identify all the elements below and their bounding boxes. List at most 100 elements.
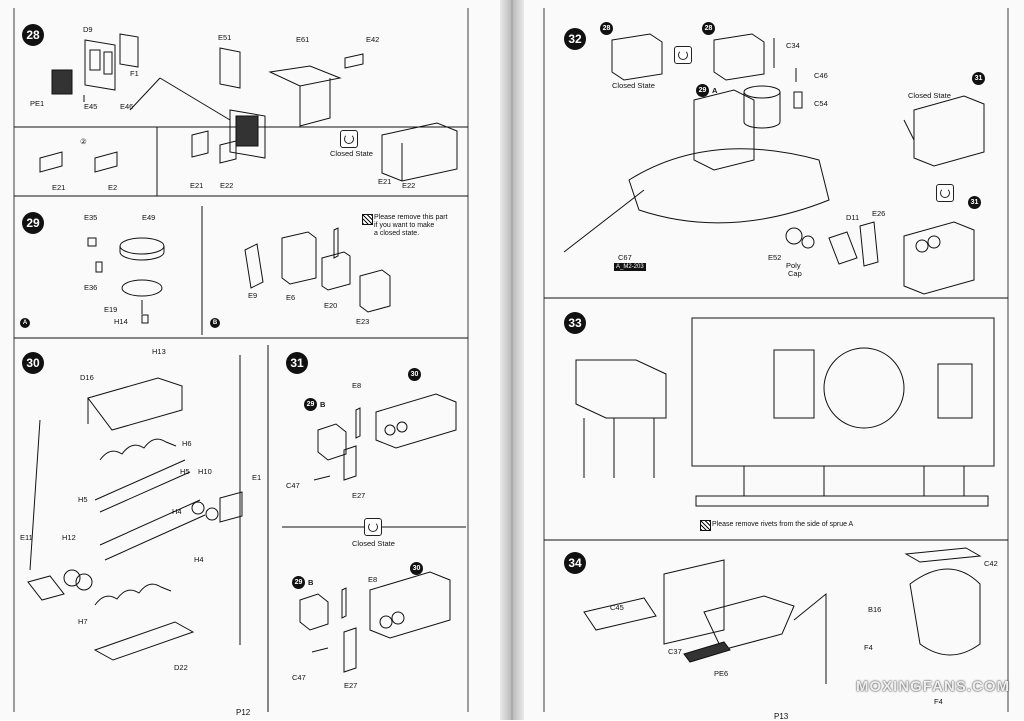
part-label: E52 bbox=[768, 253, 782, 262]
part-label: C47 bbox=[286, 481, 300, 490]
part-label: E2 bbox=[108, 183, 118, 192]
part-label: E35 bbox=[84, 213, 98, 222]
part-label: C54 bbox=[814, 99, 828, 108]
step-badge-34: 34 bbox=[564, 552, 586, 574]
reference-badge: 29 bbox=[292, 576, 305, 589]
part-label: E23 bbox=[356, 317, 370, 326]
reference-badge: 28 bbox=[702, 22, 715, 35]
part-label: H10 bbox=[198, 467, 212, 476]
part-label: F4 bbox=[864, 643, 873, 652]
remove-part-icon bbox=[362, 214, 373, 225]
part-label: E9 bbox=[248, 291, 258, 300]
part-label: H4 bbox=[194, 555, 204, 564]
part-label: E1 bbox=[252, 473, 262, 482]
reference-badge: 31 bbox=[968, 196, 981, 209]
rotate-icon bbox=[340, 130, 358, 148]
left-page-line-art bbox=[13, 8, 469, 712]
part-label: D22 bbox=[174, 663, 188, 672]
part-label: PE1 bbox=[30, 99, 45, 108]
part-label: H13 bbox=[152, 347, 166, 356]
reference-badge: 29 bbox=[304, 398, 317, 411]
part-label: C46 bbox=[814, 71, 828, 80]
poly-cap-line: Cap bbox=[788, 269, 802, 278]
part-label: C45 bbox=[610, 603, 624, 612]
part-label: E11 bbox=[20, 533, 33, 542]
part-label: E49 bbox=[142, 213, 156, 222]
book-gutter bbox=[500, 0, 524, 720]
part-label: E6 bbox=[286, 293, 296, 302]
sub-step-b-marker: B bbox=[210, 318, 220, 328]
part-label: E42 bbox=[366, 35, 380, 44]
part-label: H7 bbox=[78, 617, 88, 626]
closed-state-label: Closed State bbox=[612, 81, 655, 90]
part-label: E36 bbox=[84, 283, 98, 292]
part-label: H4 bbox=[172, 507, 182, 516]
reference-sub: B bbox=[308, 578, 314, 587]
part-label: E8 bbox=[368, 575, 378, 584]
step-badge-30: 30 bbox=[22, 352, 44, 374]
reference-badge: 28 bbox=[600, 22, 613, 35]
right-page-line-art bbox=[543, 8, 1009, 712]
reference-badge: 31 bbox=[972, 72, 985, 85]
part-label: H12 bbox=[62, 533, 76, 542]
part-label: C42 bbox=[984, 559, 998, 568]
note-line: if you want to make bbox=[374, 222, 435, 229]
rivet-note: Please remove rivets from the side of sp… bbox=[712, 521, 854, 528]
reference-sub: B bbox=[320, 400, 326, 409]
page-number: P12 bbox=[236, 708, 251, 717]
part-label: E20 bbox=[324, 301, 338, 310]
rotate-icon bbox=[364, 518, 382, 536]
part-label: D16 bbox=[80, 373, 94, 382]
part-label: C34 bbox=[786, 41, 800, 50]
closed-state-label: Closed State bbox=[330, 149, 373, 158]
part-label: E46 bbox=[120, 102, 134, 111]
part-label: H14 bbox=[114, 317, 128, 326]
part-label: E27 bbox=[352, 491, 366, 500]
step-badge-32: 32 bbox=[564, 28, 586, 50]
part-label: H6 bbox=[182, 439, 192, 448]
part-label: E26 bbox=[872, 209, 886, 218]
remove-part-icon bbox=[700, 520, 711, 531]
part-label: E45 bbox=[84, 102, 98, 111]
part-label: H5 bbox=[78, 495, 88, 504]
part-label: E22 bbox=[402, 181, 416, 190]
part-label: B16 bbox=[868, 605, 882, 614]
part-label: E61 bbox=[296, 35, 310, 44]
note-line: Please remove this part bbox=[374, 214, 448, 221]
instruction-page-right: 32 28 28 29 A 31 31 Closed State Closed … bbox=[524, 0, 1024, 721]
note-line: a closed state. bbox=[374, 230, 420, 237]
part-label: D11 bbox=[846, 213, 860, 222]
part-label: C67 bbox=[618, 253, 632, 262]
part-label: D9 bbox=[83, 25, 93, 34]
part-label: E19 bbox=[104, 305, 118, 314]
pair-mark: ② bbox=[80, 137, 87, 146]
reference-badge: 30 bbox=[408, 368, 421, 381]
part-label: H5 bbox=[180, 467, 190, 476]
step-badge-29: 29 bbox=[22, 212, 44, 234]
poly-cap-line: Poly bbox=[786, 261, 801, 270]
reference-badge: 29 bbox=[696, 84, 709, 97]
part-label: C37 bbox=[668, 647, 682, 656]
part-label: E21 bbox=[52, 183, 66, 192]
instruction-page-left: 28 D9 F1 PE1 E45 E46 E51 E61 E42 E21 E22… bbox=[0, 0, 500, 720]
reference-badge: 30 bbox=[410, 562, 423, 575]
sprue-code: A_M2-203 bbox=[614, 263, 646, 271]
sub-step-a-marker: A bbox=[20, 318, 30, 328]
step-badge-31: 31 bbox=[286, 352, 308, 374]
reference-sub: A bbox=[712, 86, 718, 95]
part-label: E21 bbox=[190, 181, 204, 190]
step-badge-28: 28 bbox=[22, 24, 44, 46]
closed-state-label: Closed State bbox=[352, 539, 395, 548]
part-label: PE6 bbox=[714, 669, 729, 678]
page-number: P13 bbox=[774, 712, 789, 721]
site-watermark: MOXINGFANS.COM bbox=[856, 678, 1011, 695]
part-label: E22 bbox=[220, 181, 234, 190]
rotate-icon bbox=[936, 184, 954, 202]
part-label: E51 bbox=[218, 33, 232, 42]
part-label: E27 bbox=[344, 681, 358, 690]
closed-state-label: Closed State bbox=[908, 91, 951, 100]
part-label: F1 bbox=[130, 69, 139, 78]
rotate-icon bbox=[674, 46, 692, 64]
part-label: E21 bbox=[378, 177, 392, 186]
part-label: F4 bbox=[934, 697, 943, 706]
